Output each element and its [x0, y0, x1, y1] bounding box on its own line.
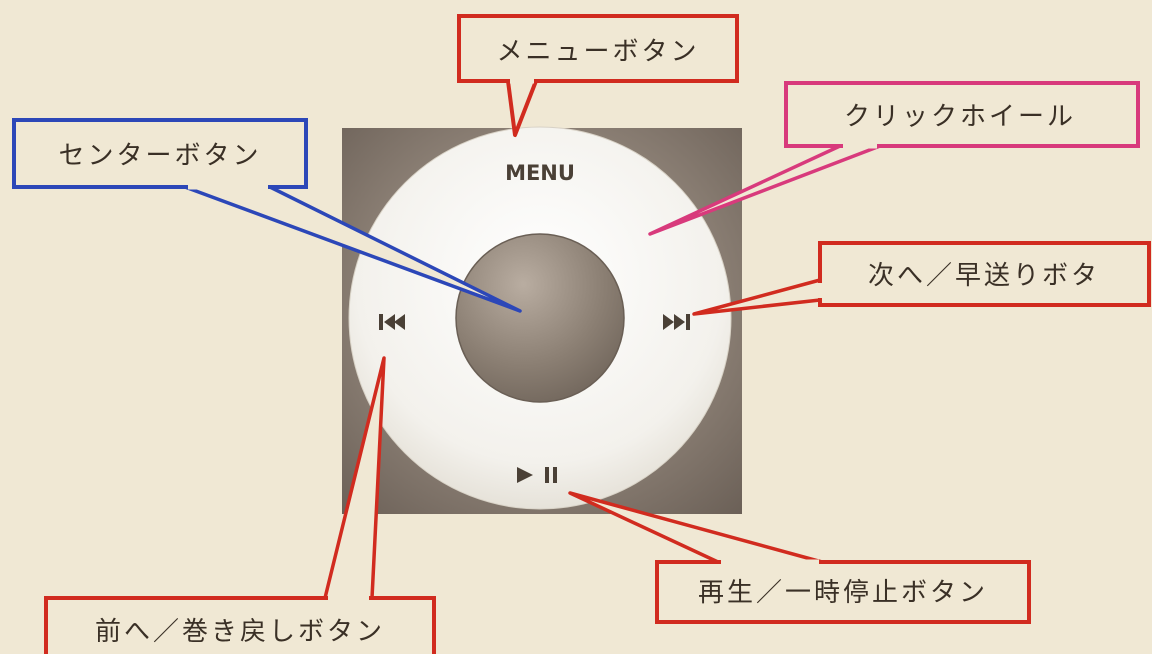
callout-text: クリックホイール — [844, 102, 1076, 132]
callout-next-button: 次へ／早送りボタ — [692, 241, 1151, 316]
previous-track-icon[interactable] — [379, 314, 405, 330]
callout-center-button: センターボタン — [12, 118, 522, 313]
callout-box — [784, 81, 1140, 148]
callout-box — [457, 14, 739, 83]
callout-prev-button: 前へ／巻き戻しボタン — [44, 356, 436, 654]
center-button[interactable] — [455, 233, 625, 403]
callout-play-pause-button: 再生／一時停止ボタン — [568, 491, 1031, 624]
next-track-icon[interactable] — [663, 314, 690, 330]
callout-box — [655, 560, 1031, 624]
callout-text: 次へ／早送りボタ — [868, 261, 1100, 291]
callout-click-wheel: クリックホイール — [648, 81, 1140, 236]
callout-text: 前へ／巻き戻しボタン — [95, 617, 385, 647]
callout-box — [12, 118, 308, 189]
callout-box — [44, 596, 436, 654]
menu-label[interactable]: MENU — [505, 161, 575, 185]
callout-menu-button: メニューボタン — [457, 14, 739, 137]
callout-text: 再生／一時停止ボタン — [698, 578, 988, 608]
callout-box — [818, 241, 1151, 307]
play-pause-icon[interactable] — [517, 467, 557, 483]
callout-text: メニューボタン — [496, 37, 699, 67]
callout-text: センターボタン — [58, 141, 261, 171]
